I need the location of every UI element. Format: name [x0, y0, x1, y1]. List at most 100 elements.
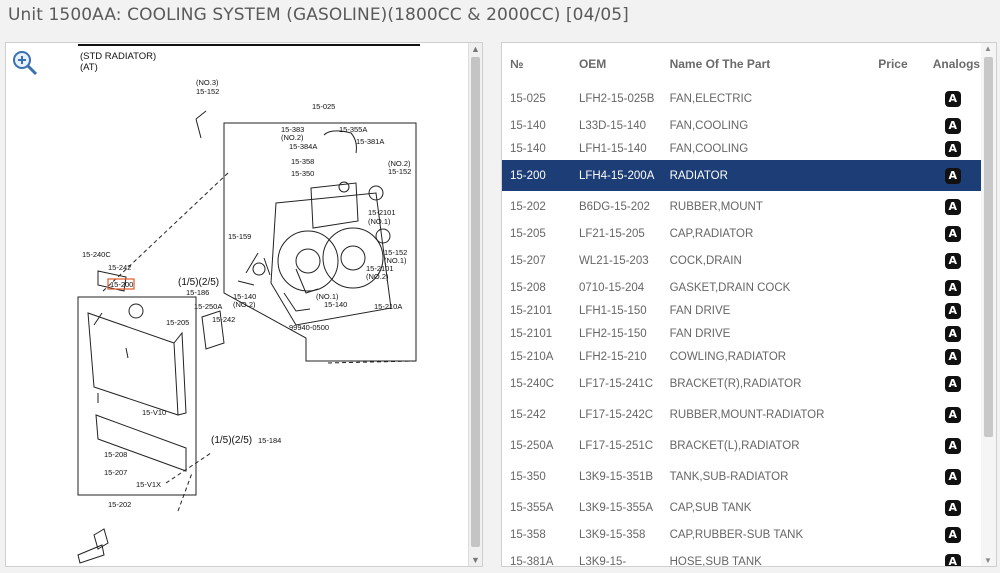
- diagram-label[interactable]: 15-242: [108, 263, 131, 272]
- part-name: CAP,RUBBER-SUB TANK: [669, 528, 804, 541]
- analogs-icon[interactable]: A: [944, 325, 961, 342]
- diagram-label[interactable]: 15-2101: [368, 208, 396, 217]
- diagram-label[interactable]: (NO.3): [196, 78, 219, 87]
- oem-code: LF17-15-251C: [578, 439, 654, 452]
- diagram-label[interactable]: 15-V10: [142, 408, 166, 417]
- col-header-analogs[interactable]: Analogs: [932, 57, 981, 71]
- analogs-icon[interactable]: A: [944, 375, 961, 392]
- analogs-icon[interactable]: A: [944, 90, 961, 107]
- col-header-no[interactable]: №: [510, 57, 524, 71]
- scroll-up-icon[interactable]: ▲: [471, 44, 480, 54]
- scroll-down-icon[interactable]: ▼: [984, 556, 992, 565]
- analogs-icon[interactable]: A: [944, 167, 961, 184]
- analogs-icon[interactable]: A: [944, 526, 961, 543]
- analogs-icon[interactable]: A: [944, 198, 961, 215]
- oem-code: 0710-15-204: [578, 281, 645, 294]
- diagram-label[interactable]: 15-200: [110, 280, 133, 289]
- diagram-label[interactable]: 15-240C: [82, 250, 111, 259]
- analogs-icon[interactable]: A: [944, 117, 961, 134]
- diagram-label[interactable]: (NO.2): [233, 300, 256, 309]
- diagram-label[interactable]: 15-205: [166, 318, 189, 327]
- diagram-label[interactable]: 15-358: [291, 157, 314, 166]
- analogs-icon[interactable]: A: [944, 553, 961, 566]
- scroll-thumb[interactable]: [984, 57, 993, 437]
- analogs-icon[interactable]: A: [944, 406, 961, 423]
- scroll-thumb[interactable]: [471, 57, 480, 547]
- analogs-icon[interactable]: A: [944, 437, 961, 454]
- diagram-label[interactable]: 15-152: [196, 87, 219, 96]
- diagram-label[interactable]: 15-140: [233, 292, 256, 301]
- diagram-label[interactable]: (1/5)(2/5): [211, 435, 252, 446]
- diagram-label[interactable]: 15-383: [281, 125, 304, 134]
- diagram-label[interactable]: 15-152: [384, 248, 407, 257]
- diagram-label[interactable]: (NO.2): [281, 133, 304, 142]
- diagram-label[interactable]: 15-250A: [194, 302, 222, 311]
- diagram-label[interactable]: (NO.2): [366, 272, 389, 281]
- analogs-icon[interactable]: A: [944, 302, 961, 319]
- diagram-label[interactable]: 15-208: [104, 450, 127, 459]
- analogs-icon[interactable]: A: [944, 499, 961, 516]
- analogs-icon[interactable]: A: [944, 252, 961, 269]
- diagram-label[interactable]: 15-242: [212, 315, 235, 324]
- diagram-label[interactable]: 15-152: [388, 167, 411, 176]
- diagram-label[interactable]: (NO.1): [316, 292, 339, 301]
- diagram-label[interactable]: 15-025: [312, 102, 335, 111]
- diagram-label[interactable]: 15-381A: [356, 137, 384, 146]
- diagram-label[interactable]: 15-V1X: [136, 480, 161, 489]
- col-header-oem[interactable]: OEM: [578, 57, 607, 71]
- diagram-label[interactable]: 15-140: [324, 300, 347, 309]
- diagram-label[interactable]: 15-350: [291, 169, 314, 178]
- parts-scrollbar[interactable]: ▲ ▼: [981, 43, 996, 566]
- diagram-label[interactable]: 15-184: [258, 436, 281, 445]
- scroll-up-icon[interactable]: ▲: [984, 44, 992, 53]
- highlight-15-200[interactable]: [107, 278, 135, 290]
- diagram-label[interactable]: 15-159: [228, 232, 251, 241]
- col-header-name[interactable]: Name Of The Part: [669, 57, 771, 71]
- part-name: GASKET,DRAIN COCK: [669, 281, 791, 294]
- analogs-icon[interactable]: A: [944, 279, 961, 296]
- diagram-label[interactable]: 15-186: [186, 288, 209, 297]
- diagram-label[interactable]: 15-207: [104, 468, 127, 477]
- col-header-price[interactable]: Price: [878, 57, 908, 71]
- diagram-label[interactable]: 15-355A: [339, 125, 367, 134]
- diagram-label[interactable]: (NO.1): [384, 256, 407, 265]
- analogs-icon[interactable]: A: [944, 468, 961, 485]
- scroll-down-icon[interactable]: ▼: [471, 555, 480, 565]
- analogs-icon[interactable]: A: [944, 348, 961, 365]
- price: [878, 191, 926, 222]
- diagram-label[interactable]: (NO.2): [388, 159, 411, 168]
- part-number: 15-250A: [510, 439, 554, 452]
- diagram-label[interactable]: 15-2101: [366, 264, 394, 273]
- diagram-scrollbar[interactable]: ▲ ▼: [468, 43, 482, 566]
- diagram-label[interactable]: (1/5)(2/5): [178, 277, 219, 288]
- diagram-label[interactable]: 99940-0500: [289, 323, 329, 332]
- analogs-cell: A: [927, 399, 983, 430]
- parts-diagram[interactable]: (STD RADIATOR) (AT): [6, 43, 468, 567]
- diagram-label[interactable]: (NO.1): [368, 217, 391, 226]
- zoom-in-icon[interactable]: [11, 49, 39, 77]
- diagram-label[interactable]: 15-384A: [289, 142, 317, 151]
- analogs-icon[interactable]: A: [944, 225, 961, 242]
- oem-code: B6DG-15-202: [578, 200, 650, 213]
- diagram-label[interactable]: 15-202: [108, 500, 131, 509]
- diagram-label[interactable]: 15-210A: [374, 302, 402, 311]
- analogs-icon[interactable]: A: [944, 140, 961, 157]
